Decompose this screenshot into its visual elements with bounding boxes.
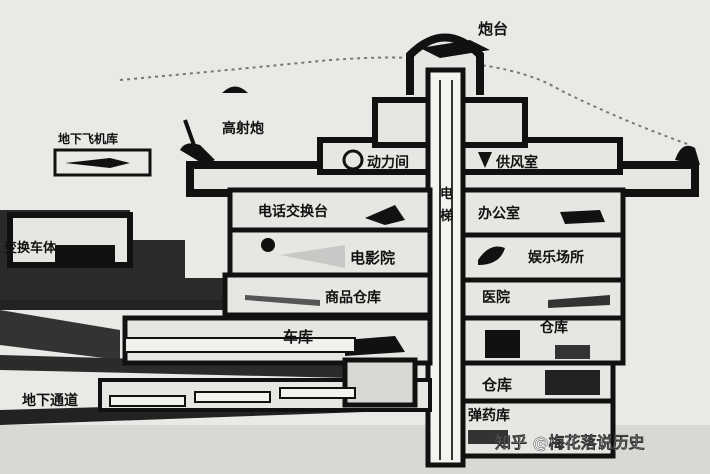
hospital-bed-icon [548, 295, 610, 308]
label-air-supply: 供风室 [495, 154, 538, 171]
label-elevator-1: 电 [440, 186, 453, 202]
guitar-icon [478, 246, 505, 265]
label-supply-depot: 商品仓库 [325, 289, 381, 306]
label-entertainment: 娱乐场所 [528, 249, 584, 266]
label-underground-hangar: 地下飞机库 [58, 131, 118, 146]
right-gun-icon [675, 145, 700, 165]
turret-gun [420, 40, 490, 58]
label-underground-passage: 地下通道 [22, 392, 78, 409]
garage-wall-band [124, 337, 356, 353]
label-anti-aircraft: 高射炮 [222, 120, 264, 137]
label-hospital: 医院 [482, 289, 510, 306]
switchboard-machine-icon [365, 205, 405, 225]
shelf-icon [545, 370, 600, 395]
label-vehicle-body: 变换车体 [4, 240, 57, 256]
tunnel-slope-1 [0, 310, 120, 360]
airplane-icon [65, 158, 130, 168]
office-desk-icon [560, 210, 605, 224]
label-garage: 车库 [283, 328, 313, 346]
elevator-shaft [425, 67, 466, 468]
projector-icon [261, 238, 275, 252]
projector-beam [280, 245, 345, 268]
truck-icon [345, 336, 405, 356]
lower-shaft [342, 357, 418, 408]
anti-aircraft-gun-icon [180, 143, 215, 165]
ammo-box-icon [468, 430, 508, 444]
label-office: 办公室 [478, 205, 520, 222]
crates-icon [485, 330, 520, 358]
label-power-room: 动力间 [367, 154, 409, 171]
crates-icon-2 [555, 345, 590, 359]
label-switchboard: 电话交换台 [258, 203, 328, 220]
tunnel-slope-2 [0, 355, 350, 378]
anti-aircraft-barrel [183, 119, 197, 149]
label-warehouse-upper: 仓库 [539, 319, 568, 336]
terrain-line [119, 56, 691, 146]
power-generator-icon [342, 149, 364, 171]
small-dome-icon [222, 86, 248, 93]
ground-left-band [0, 300, 420, 310]
watermark: 知乎 @梅花落说历史 [495, 433, 646, 452]
label-turret: 炮台 [478, 20, 508, 38]
floor-supply [222, 272, 433, 318]
train-car-3 [279, 387, 356, 399]
label-ammo-depot: 弹药库 [468, 407, 510, 424]
label-elevator-2: 梯 [440, 208, 453, 224]
vehicle-body-mass [55, 245, 115, 265]
label-warehouse-lower: 仓库 [481, 376, 512, 394]
supply-goods-icon [245, 295, 320, 306]
label-cinema: 电影院 [350, 249, 395, 267]
air-fan-icon [478, 152, 492, 168]
train-car-2 [194, 391, 271, 403]
train-car-1 [109, 395, 186, 407]
floor-ammo [460, 398, 616, 459]
